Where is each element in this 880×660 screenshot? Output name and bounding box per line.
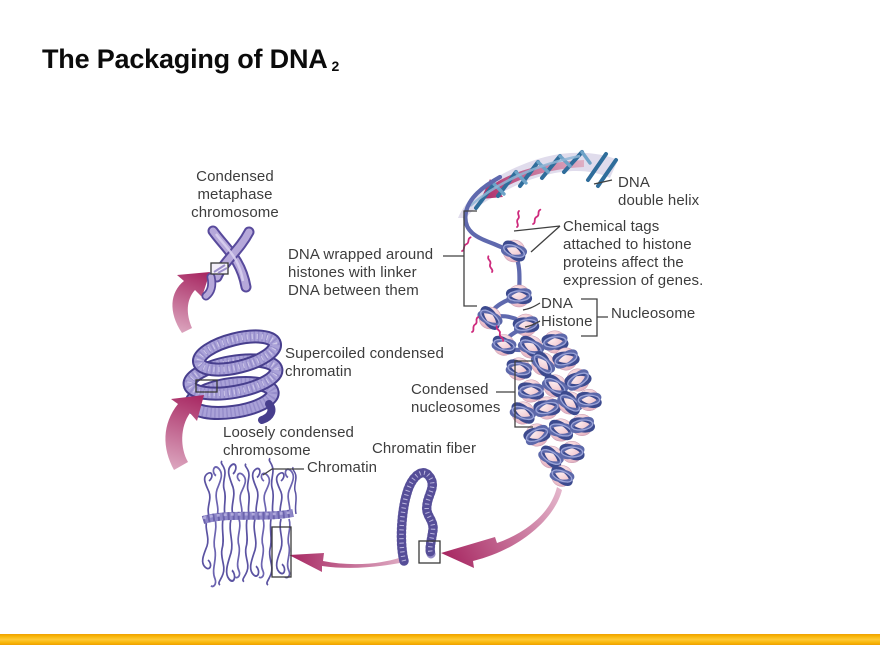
dna-wrapped-bracket <box>443 210 477 307</box>
label-chromatin: Chromatin <box>307 459 378 476</box>
helix-callout-line <box>593 179 613 185</box>
page-title-superscript: 2 <box>331 58 340 74</box>
fiber-zoom-box <box>418 540 441 564</box>
nucleosome-chain-illustration <box>461 174 544 359</box>
dna-double-helix-illustration <box>458 150 618 218</box>
page-title-text: The Packaging of DNA <box>42 44 328 74</box>
supercoil-to-metaphase-arrow <box>172 272 210 333</box>
chromatin-fiber-illustration <box>396 468 438 566</box>
loosely-condensed-chromosome-illustration <box>201 457 297 588</box>
label-dna-double-helix: DNA double helix <box>618 174 700 209</box>
chemical-tag-squiggles <box>461 208 542 342</box>
chemical-tags-callout-lines <box>513 225 561 253</box>
label-histone: Histone <box>541 313 593 330</box>
label-chromatin-fiber: Chromatin fiber <box>372 440 477 457</box>
zoom-region-boxes <box>195 262 441 578</box>
label-nucleosome: Nucleosome <box>611 305 696 322</box>
label-dna: DNA <box>541 295 573 312</box>
label-loosely-condensed: Loosely condensed chromosome <box>223 424 354 459</box>
label-chemical-tags: Chemical tags attached to histone protei… <box>563 218 704 289</box>
label-supercoiled: Supercoiled condensed chromatin <box>285 345 444 380</box>
fiber-to-chromosome-arrow <box>289 553 400 572</box>
label-dna-wrapped: DNA wrapped around histones with linker … <box>288 246 434 299</box>
label-condensed-metaphase: Condensed metaphase chromosome <box>191 168 279 221</box>
condensed-nucleosomes-bracket <box>496 360 533 428</box>
label-condensed-nucleosomes: Condensed nucleosomes <box>411 381 501 416</box>
footer-accent-bar <box>0 634 880 645</box>
cluster-to-fiber-arrow <box>441 487 562 568</box>
chromatin-callout-line <box>262 468 304 476</box>
metaphase-chromosome-illustration <box>201 225 255 301</box>
dna-callout-line <box>522 302 541 311</box>
metaphase-zoom-box <box>210 262 229 275</box>
histone-callout-line <box>524 320 541 328</box>
supercoil-zoom-box <box>195 379 218 393</box>
chromosome-zoom-box <box>271 526 292 578</box>
helix-direction-arrow <box>481 160 584 199</box>
chromosome-to-supercoil-arrow <box>165 395 204 470</box>
supercoiled-chromatin-illustration <box>182 329 284 424</box>
condensed-nucleosomes-illustration <box>503 325 605 491</box>
